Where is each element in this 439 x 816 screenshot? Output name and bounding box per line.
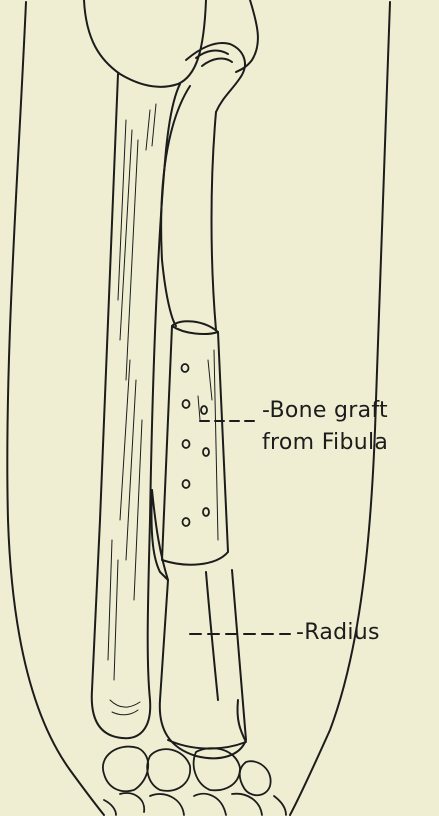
carpal-bones bbox=[103, 747, 286, 815]
radius-lower bbox=[151, 490, 246, 758]
bone-graft-label-line2: from Fibula bbox=[262, 432, 388, 454]
bone-graft bbox=[162, 321, 228, 564]
limb-outline-left bbox=[7, 2, 104, 815]
radius-head bbox=[186, 0, 258, 112]
radius-label: -Radius bbox=[296, 622, 380, 644]
bone-graft-label: -Bone graft bbox=[262, 400, 388, 422]
